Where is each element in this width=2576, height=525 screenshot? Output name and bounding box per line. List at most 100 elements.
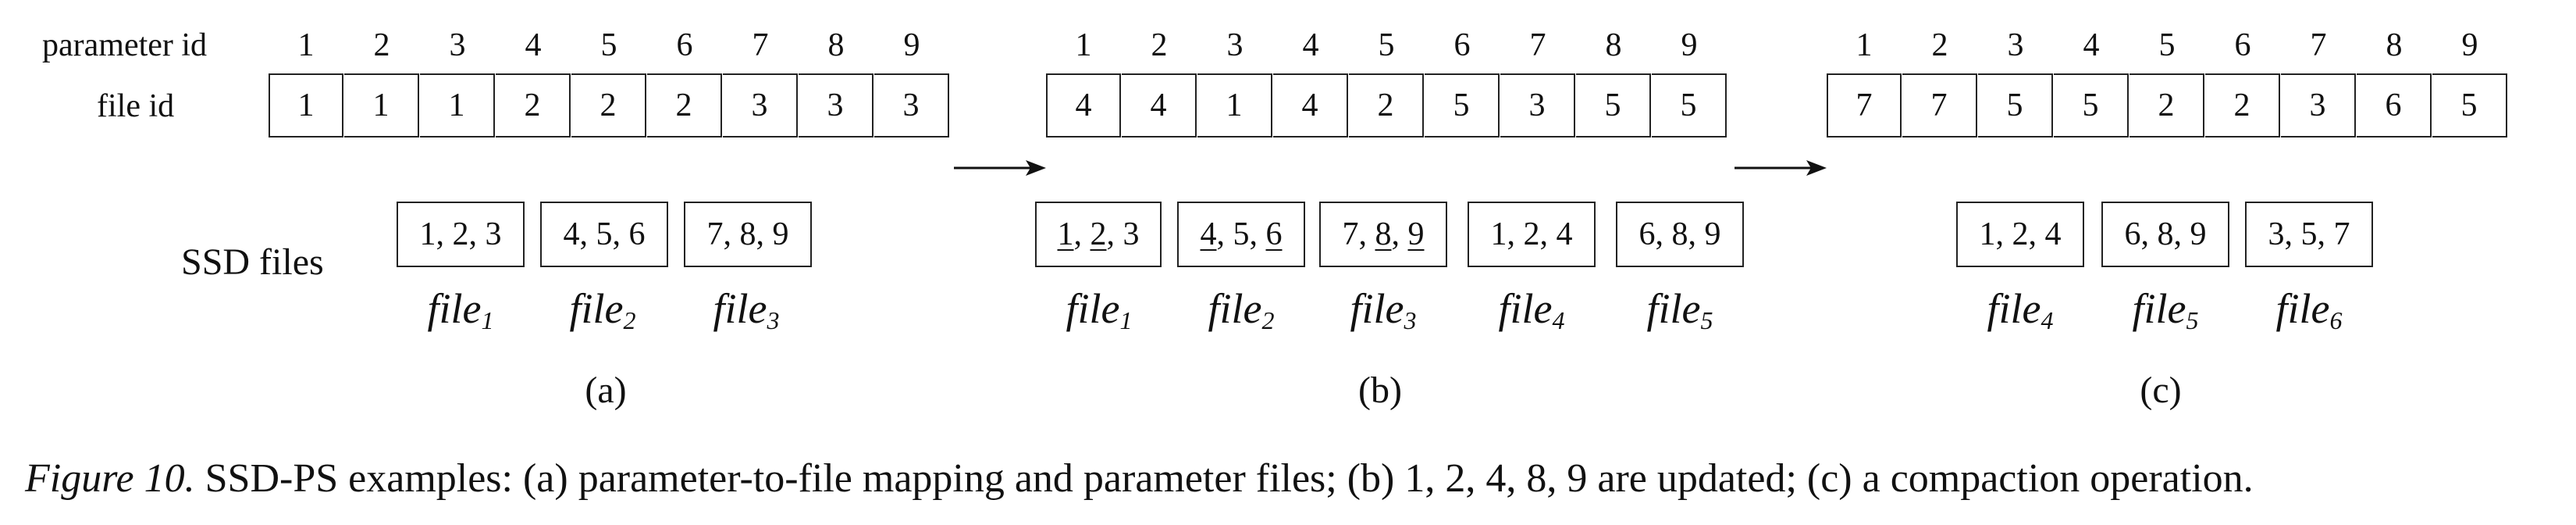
parameter-id-header: 7 [1529, 27, 1546, 63]
file-content-part: , [1391, 216, 1408, 252]
file-content-part: , [1106, 216, 1123, 252]
file-name-subscript: 2 [623, 306, 636, 334]
file-content-part: 4 [563, 216, 580, 252]
file-content-part: 1 [1979, 216, 1996, 252]
parameter-id-header: 2 [1151, 27, 1168, 63]
ssd-file-box: 1, 2, 4 [1956, 202, 2084, 267]
parameter-id-header: 2 [373, 27, 390, 63]
file-name-base: file [2275, 285, 2330, 332]
file-id-cell: 4 [1122, 73, 1197, 138]
file-content-part: 3 [485, 216, 502, 252]
ssd-file-box: 4, 5, 6 [1177, 202, 1305, 267]
file-name-label: file3 [676, 281, 817, 341]
file-content-part: , [1655, 216, 1672, 252]
updated-parameter: 1 [1057, 216, 1074, 252]
parameter-id-header: 4 [1302, 27, 1319, 63]
file-content-part: , [1358, 216, 1375, 252]
file-content-part: 1 [1490, 216, 1507, 252]
file-content-part: 4 [1556, 216, 1573, 252]
file-content-part: , [612, 216, 629, 252]
file-name-label: file6 [2239, 281, 2379, 341]
file-name-base: file [1066, 285, 1120, 332]
file-id-cell: 1 [1197, 73, 1272, 138]
file-content-part: 6 [628, 216, 646, 252]
ssd-file-box: 7, 8, 9 [684, 202, 812, 267]
file-id-cell: 3 [874, 73, 949, 138]
file-content-part: , [2173, 216, 2190, 252]
file-id-cell: 2 [2129, 73, 2204, 138]
file-name-label: file3 [1313, 281, 1453, 341]
arrow-b-to-c-icon [1735, 160, 1827, 176]
file-id-cell: 4 [1273, 73, 1348, 138]
ssd-file-box: 4, 5, 6 [540, 202, 668, 267]
ssd-file-box: 7, 8, 9 [1319, 202, 1447, 267]
file-name-label: file1 [1029, 281, 1169, 341]
file-name-base: file [1646, 285, 1701, 332]
parameter-id-header: 8 [827, 27, 845, 63]
updated-parameter: 4 [1200, 216, 1217, 252]
file-name-subscript: 4 [2041, 306, 2054, 334]
file-name-label: file4 [1461, 281, 1602, 341]
file-name-label: file1 [390, 281, 531, 341]
file-name-label: file2 [1171, 281, 1311, 341]
file-content-part: 2 [2012, 216, 2029, 252]
parameter-id-header: 9 [2461, 27, 2478, 63]
file-id-cell: 3 [799, 73, 873, 138]
file-name-subscript: 6 [2329, 306, 2343, 334]
file-content-part: 5 [1233, 216, 1250, 252]
file-content-part: 8 [1671, 216, 1688, 252]
parameter-id-header: 4 [525, 27, 542, 63]
file-name-base: file [427, 285, 482, 332]
file-content-part: , [1507, 216, 1524, 252]
parameter-id-header: 6 [676, 27, 693, 63]
file-content-part: 7 [1342, 216, 1359, 252]
updated-parameter: 6 [1265, 216, 1283, 252]
file-id-cell: 5 [2054, 73, 2129, 138]
file-id-cell: 1 [420, 73, 495, 138]
file-content-part: 8 [739, 216, 756, 252]
file-content-part: , [1688, 216, 1705, 252]
parameter-id-header: 3 [449, 27, 466, 63]
file-name-subscript: 2 [1261, 306, 1275, 334]
file-id-cell: 7 [1902, 73, 1977, 138]
file-id-cell: 2 [571, 73, 646, 138]
panel-label: (c) [2140, 370, 2182, 411]
file-name-base: file [713, 285, 767, 332]
file-content-part: , [1539, 216, 1557, 252]
file-content-part: 6 [1638, 216, 1656, 252]
file-name-base: file [569, 285, 624, 332]
file-content-part: , [2140, 216, 2158, 252]
caption-prefix: Figure 10. [25, 456, 195, 501]
parameter-id-header: 5 [600, 27, 617, 63]
parameter-id-header: 4 [2083, 27, 2100, 63]
parameter-id-header: 7 [752, 27, 769, 63]
parameter-id-header: 6 [1453, 27, 1471, 63]
file-content-part: 2 [452, 216, 469, 252]
caption-text: SSD-PS examples: (a) parameter-to-file m… [194, 456, 2254, 501]
file-name-label: file5 [1610, 281, 1750, 341]
file-content-part: 7 [706, 216, 724, 252]
ssd-files-label: SSD files [181, 241, 324, 283]
file-content-part: , [2028, 216, 2045, 252]
file-content-part: , [468, 216, 486, 252]
updated-parameter: 2 [1090, 216, 1107, 252]
file-name-base: file [2132, 285, 2186, 332]
file-id-cell: 5 [1978, 73, 2053, 138]
file-name-subscript: 5 [1700, 306, 1713, 334]
row-label-parameter-id: parameter id [42, 27, 208, 63]
file-content-part: 6 [2124, 216, 2141, 252]
parameter-id-header: 5 [2158, 27, 2176, 63]
ssd-file-box: 1, 2, 3 [397, 202, 525, 267]
file-content-part: , [436, 216, 453, 252]
file-id-cell: 7 [1827, 73, 1902, 138]
file-id-cell: 4 [1046, 73, 1121, 138]
file-id-cell: 1 [269, 73, 343, 138]
parameter-id-header: 1 [297, 27, 315, 63]
file-content-part: 1 [419, 216, 436, 252]
updated-parameter: 8 [1375, 216, 1392, 252]
file-content-part: 3 [1123, 216, 1140, 252]
panel-label: (b) [1358, 370, 1402, 411]
parameter-id-header: 1 [1075, 27, 1092, 63]
file-content-part: , [579, 216, 596, 252]
parameter-id-header: 6 [2234, 27, 2251, 63]
